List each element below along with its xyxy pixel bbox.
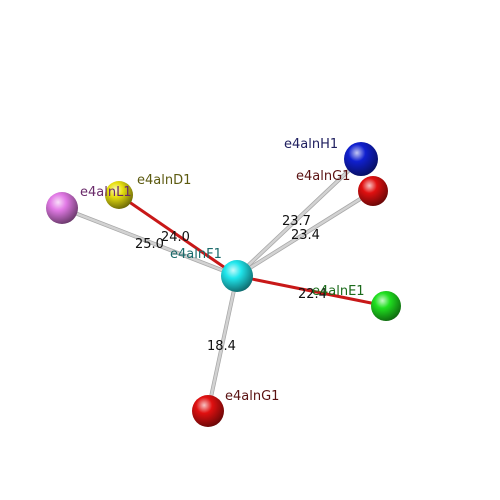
edge-center-H1 <box>235 157 363 278</box>
node-sphere-G1bottom <box>192 395 224 427</box>
node-sphere-E1 <box>371 291 401 321</box>
node-labels-layer: e4alnF1 e4alnH1 e4alnG1 e4alnD1 e4alnL1 e4aln… <box>80 137 365 404</box>
node-label-H1: e4alnH1 <box>284 137 338 152</box>
edge-label-G1bottom: 18.4 <box>207 339 236 354</box>
node-label-L1: e4alnL1 <box>80 185 132 200</box>
node-label-D1: e4alnD1 <box>137 173 191 188</box>
edge-label-D1: 24.0 <box>161 230 190 245</box>
edge-label-H1: 23.7 <box>282 214 311 229</box>
node-label-G1top: e4alnG1 <box>296 169 350 184</box>
node-sphere-G1top <box>358 176 388 206</box>
edge-center-G1bottom <box>206 274 239 413</box>
node-sphere-L1 <box>46 192 78 224</box>
nodes-layer <box>46 142 401 427</box>
node-label-E1: e4alnE1 <box>312 284 365 299</box>
edge-center-E1 <box>235 274 388 308</box>
node-sphere-center <box>221 260 253 292</box>
edge-label-G1top: 23.4 <box>291 228 320 243</box>
edge-label-E1: 22.4 <box>298 287 327 302</box>
edge-center-G1top <box>235 189 375 278</box>
node-sphere-D1 <box>105 181 133 209</box>
node-sphere-H1 <box>344 142 378 176</box>
node-label-center: e4alnF1 <box>170 247 222 262</box>
edge-label-L1: 25.0 <box>135 237 164 252</box>
edge-center-L1 <box>60 206 239 278</box>
edge-labels-layer: 23.723.4 24.025.0 22.4 18.4 <box>135 214 327 354</box>
edge-center-D1 <box>117 193 239 278</box>
node-label-G1bottom: e4alnG1 <box>225 389 279 404</box>
edges-layer <box>60 157 388 413</box>
